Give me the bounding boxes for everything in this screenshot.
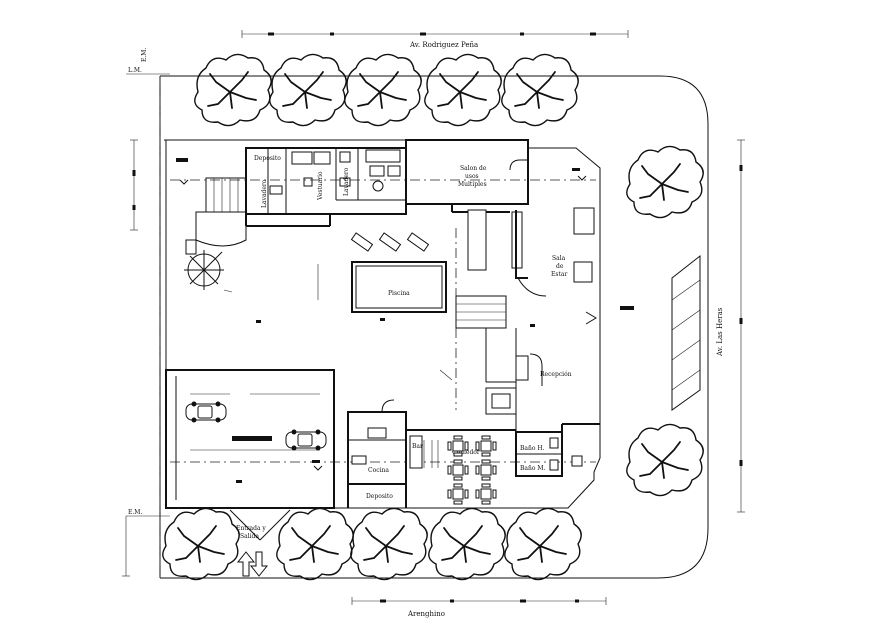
- room-label-sala-3: Estar: [551, 271, 567, 278]
- staircase-top-left: [195, 177, 247, 247]
- tree: [269, 53, 347, 127]
- tree: [194, 53, 272, 127]
- top-dimension-line: [241, 30, 629, 38]
- pool-area: [350, 209, 523, 313]
- room-label-lavadero-2: Lavadero: [343, 167, 350, 196]
- room-label-recepcion: Recepción: [540, 371, 572, 378]
- street-name-right: Av. Las Heras: [716, 307, 724, 357]
- bottom-dimension-line: [351, 597, 607, 605]
- room-label-deposito-bottom: Deposito: [366, 493, 393, 500]
- tree: [626, 423, 704, 497]
- room-label-salon-1: Salon de: [460, 165, 487, 172]
- site-boundary: [160, 75, 709, 579]
- tree: [501, 53, 579, 127]
- sala-de-estar: [515, 207, 597, 325]
- parking-garage: [165, 369, 335, 509]
- room-label-bano-m: Baño M.: [520, 465, 546, 472]
- room-label-deposito-top: Deposito: [254, 155, 281, 162]
- room-label-bar: Bar: [412, 443, 423, 450]
- tree: [428, 507, 506, 581]
- room-label-comedor: Comedor: [452, 449, 480, 456]
- entrance-label-1: Entrada y: [236, 525, 266, 532]
- kitchen-dining-block: [347, 399, 516, 508]
- street-parking-bay: [671, 254, 701, 411]
- street-name-top: Av. Rodriguez Peña: [409, 41, 478, 49]
- tree: [424, 53, 502, 127]
- tree: [344, 53, 422, 127]
- tree-row-bottom: [162, 507, 582, 581]
- marker-em-top: E.M.: [141, 48, 148, 62]
- dining-tables: [447, 435, 497, 505]
- marker-em-bottom: E.M.: [128, 509, 142, 516]
- room-label-salon-2: usos: [465, 173, 479, 180]
- north-arrow-icon: [184, 250, 233, 293]
- room-label-sala-2: de: [556, 263, 564, 270]
- car-icon: [285, 429, 327, 451]
- entrance-label-2: Salida: [240, 533, 259, 540]
- entrance-ramp: [229, 509, 291, 577]
- bathrooms: [515, 431, 583, 477]
- tree: [162, 507, 240, 581]
- room-label-vestuario: Vestuario: [317, 171, 324, 201]
- room-label-sala-1: Sala: [552, 255, 566, 262]
- street-name-bottom: Arenghino: [407, 610, 445, 618]
- tree: [626, 145, 704, 219]
- tree-row-top: [194, 53, 579, 127]
- tree: [276, 507, 354, 581]
- arrow-up-icon: [236, 551, 256, 577]
- room-label-cocina: Cocina: [368, 467, 389, 474]
- car-icon: [185, 401, 227, 423]
- sun-loungers: [350, 232, 430, 252]
- right-dimension-line: [737, 139, 745, 513]
- marker-lm-top: L.M.: [128, 67, 142, 74]
- arrow-down-icon: [249, 551, 269, 577]
- level-markers: [176, 158, 634, 483]
- room-label-salon-3: Multiples: [458, 181, 487, 188]
- tree: [504, 507, 582, 581]
- room-label-lavadero-1: Lavadero: [261, 179, 268, 208]
- room-label-bano-h: Baño H.: [520, 445, 545, 452]
- tree-column-right: [626, 145, 704, 497]
- room-label-piscina: Piscina: [388, 290, 410, 297]
- tree: [350, 507, 428, 581]
- recepcion: [485, 353, 600, 433]
- left-dimension-ticks: [122, 139, 138, 577]
